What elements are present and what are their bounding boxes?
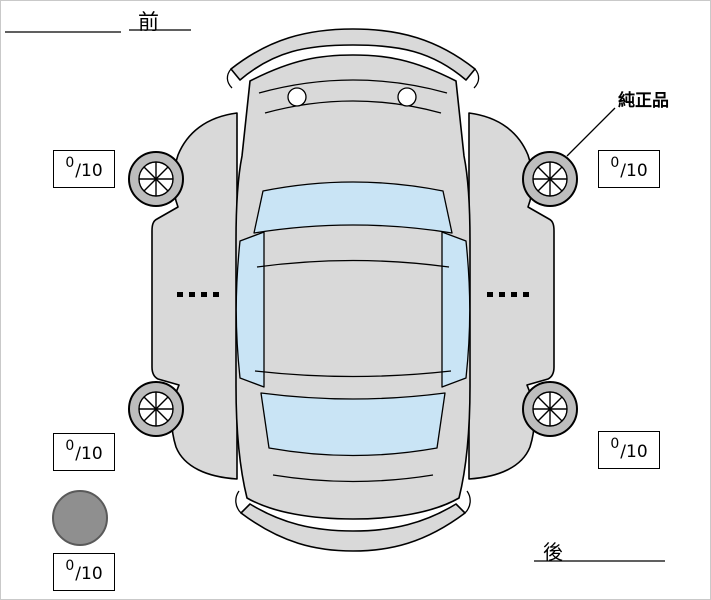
side-window-left: [235, 231, 265, 388]
hood-circle-left: [287, 87, 307, 107]
tread-value: 0: [65, 558, 75, 574]
rear-window: [260, 392, 446, 457]
tread-value: 0: [610, 155, 620, 171]
body-detail-lines: [254, 79, 452, 483]
front-bumper: [226, 28, 480, 89]
door-dots-left: [177, 292, 219, 297]
side-window-right: [441, 231, 471, 388]
tread-value: 0: [65, 438, 75, 454]
spare-tire: [52, 490, 108, 546]
tread-scale: /10: [75, 161, 103, 181]
tread-box-spare: 0/10: [53, 553, 115, 591]
tread-box-rear-left: 0/10: [53, 433, 115, 471]
tread-scale: /10: [620, 442, 648, 462]
windshield: [253, 181, 453, 234]
wheel-rear-right: [522, 381, 578, 437]
tread-scale: /10: [75, 564, 103, 584]
front-label: 前: [138, 10, 159, 34]
genuine-part-pointer-line: [566, 107, 616, 157]
rear-bumper: [235, 490, 471, 552]
front-label-underline: [5, 29, 191, 33]
hood-circle-right: [397, 87, 417, 107]
genuine-part-label: 純正品: [618, 91, 669, 111]
door-dots-right: [487, 292, 529, 297]
tread-scale: /10: [620, 161, 648, 181]
wheel-front-left: [128, 151, 184, 207]
wheel-front-right: [522, 151, 578, 207]
tread-value: 0: [610, 436, 620, 452]
tread-value: 0: [65, 155, 75, 171]
tread-scale: /10: [75, 444, 103, 464]
rear-label: 後: [543, 540, 563, 564]
tread-box-front-right: 0/10: [598, 150, 660, 188]
wheel-rear-left: [128, 381, 184, 437]
tread-box-rear-right: 0/10: [598, 431, 660, 469]
tread-box-front-left: 0/10: [53, 150, 115, 188]
